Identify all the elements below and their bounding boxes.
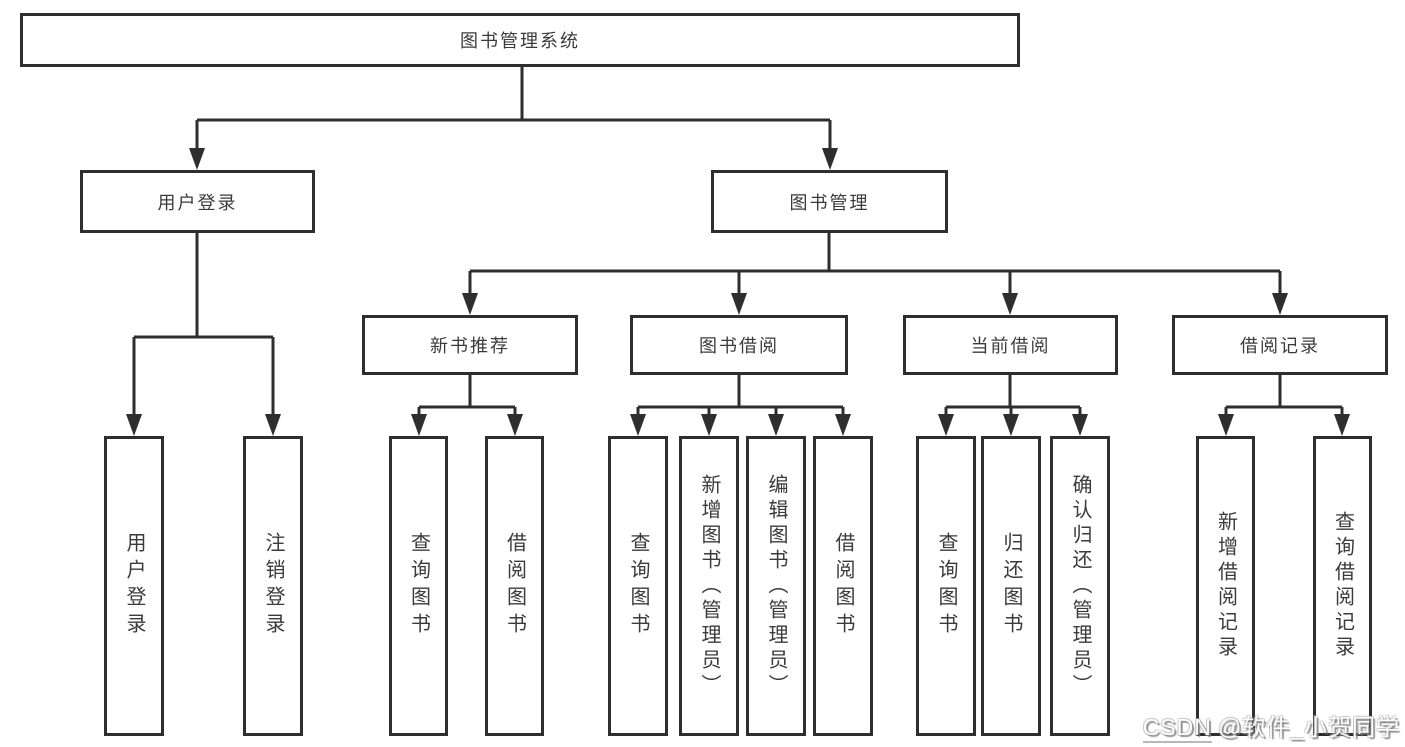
leaf-query-books-current: 查询图书 xyxy=(916,436,976,736)
csdn-watermark: CSDN@软件_小贺同学 xyxy=(1142,708,1400,743)
leaf-query-borrow-record-label: 查询借阅记录 xyxy=(1331,511,1354,661)
csdn-watermark-handle: @软件_小贺同学 xyxy=(1217,714,1400,740)
leaf-borrow-books: 借阅图书 xyxy=(813,436,873,736)
leaf-add-borrow-record-label: 新增借阅记录 xyxy=(1214,511,1237,661)
node-book-management-branch: 图书管理 xyxy=(711,170,948,233)
node-system-root: 图书管理系统 xyxy=(20,13,1020,67)
node-borrow-records: 借阅记录 xyxy=(1172,315,1388,375)
csdn-watermark-brand: CSDN xyxy=(1142,714,1212,743)
leaf-edit-books-admin-label: 编辑图书（管理员） xyxy=(765,473,787,699)
leaf-confirm-return-admin-label: 确认归还（管理员） xyxy=(1069,473,1091,699)
leaf-add-books-admin: 新增图书（管理员） xyxy=(679,436,739,736)
leaf-query-books-borrow-label: 查询图书 xyxy=(627,532,649,640)
leaf-borrow-books-label: 借阅图书 xyxy=(832,532,854,640)
leaf-query-books-recommend: 查询图书 xyxy=(389,436,448,736)
leaf-add-books-admin-label: 新增图书（管理员） xyxy=(698,473,720,699)
node-book-borrow: 图书借阅 xyxy=(630,315,848,375)
leaf-return-books-label: 归还图书 xyxy=(1000,532,1022,640)
leaf-return-books: 归还图书 xyxy=(981,436,1041,736)
node-new-book-recommend: 新书推荐 xyxy=(362,315,578,375)
leaf-user-login-label: 用户登录 xyxy=(123,532,145,640)
leaf-query-books-current-label: 查询图书 xyxy=(935,532,957,640)
leaf-borrow-books-recommend-label: 借阅图书 xyxy=(503,532,526,640)
leaf-confirm-return-admin: 确认归还（管理员） xyxy=(1050,436,1110,736)
node-current-borrow: 当前借阅 xyxy=(903,315,1118,375)
node-user-login-branch: 用户登录 xyxy=(80,170,315,233)
leaf-edit-books-admin: 编辑图书（管理员） xyxy=(746,436,806,736)
leaf-add-borrow-record: 新增借阅记录 xyxy=(1196,436,1255,736)
leaf-borrow-books-recommend: 借阅图书 xyxy=(485,436,544,736)
leaf-logout-login-label: 注销登录 xyxy=(262,532,284,640)
leaf-user-login: 用户登录 xyxy=(104,436,164,736)
leaf-query-books-borrow: 查询图书 xyxy=(608,436,668,736)
leaf-query-borrow-record: 查询借阅记录 xyxy=(1313,436,1372,736)
leaf-query-books-recommend-label: 查询图书 xyxy=(407,532,430,640)
leaf-logout-login: 注销登录 xyxy=(243,436,303,736)
